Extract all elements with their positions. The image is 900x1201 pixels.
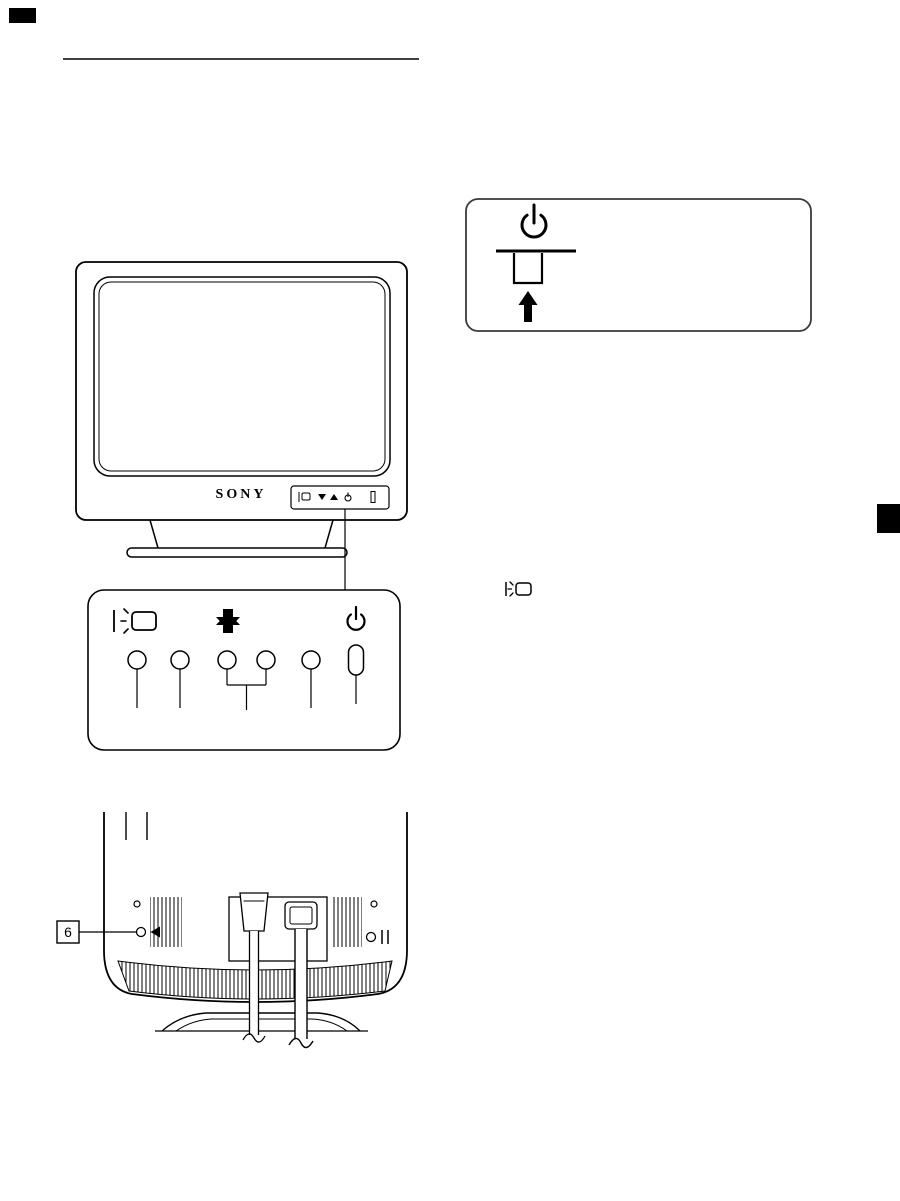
monitor-rear-view: 6 <box>56 812 408 1049</box>
control-button <box>170 650 190 670</box>
screw <box>370 900 378 908</box>
monitor-screen-outer <box>93 276 391 477</box>
monitor-stand <box>126 519 348 558</box>
control-buttons <box>127 644 365 676</box>
monitor-front-view: SONY <box>75 261 408 590</box>
cabinet-seam-lines <box>125 812 148 840</box>
inline-backlight-icon <box>505 581 532 597</box>
mini-up-arrow-icon <box>330 494 338 500</box>
backlight-icon <box>113 608 157 634</box>
callout-box <box>87 589 401 751</box>
power-icon-large <box>520 203 548 239</box>
callout-6-label: 6 <box>64 924 72 940</box>
cable-break-squiggle <box>288 1037 314 1049</box>
power-instruction-box <box>465 198 812 332</box>
power-icon <box>346 605 366 631</box>
button-leader-lines <box>136 669 357 710</box>
power-cord-plug <box>239 892 269 932</box>
callout-6: 6 <box>56 920 137 944</box>
connector-jack <box>365 931 377 943</box>
vent-grille-right <box>331 897 362 947</box>
speaker-symbol <box>150 926 160 938</box>
mini-power-icon <box>344 492 352 502</box>
mini-backlight-icon <box>298 492 311 502</box>
cable-break-squiggle <box>242 1033 266 1043</box>
instruction-box-outline <box>465 198 812 332</box>
sony-logo: SONY <box>216 487 267 502</box>
page-corner-marker <box>9 8 36 23</box>
page-edge-tab <box>877 504 900 533</box>
video-connector <box>284 901 318 930</box>
control-button <box>256 650 276 670</box>
front-control-strip <box>290 485 390 510</box>
monitor-screen-inner <box>98 281 386 472</box>
monitor-bezel <box>75 261 408 521</box>
label-bars <box>381 930 389 944</box>
rear-stand <box>155 1012 368 1032</box>
up-arrow-solid-icon <box>518 291 538 322</box>
connector-jack <box>135 926 147 938</box>
video-cable <box>288 929 314 1049</box>
control-button <box>301 650 321 670</box>
up-arrow-icon <box>216 612 240 633</box>
power-button-outline <box>512 253 544 285</box>
control-button <box>127 650 147 670</box>
power-switch <box>347 644 365 676</box>
power-led <box>370 491 376 503</box>
control-button <box>217 650 237 670</box>
screw <box>133 900 141 908</box>
control-strip-outline <box>290 485 390 510</box>
control-panel-callout <box>87 589 401 751</box>
vent-grille-left <box>150 897 182 947</box>
mini-down-arrow-icon <box>318 494 326 500</box>
power-cord <box>242 931 266 1043</box>
